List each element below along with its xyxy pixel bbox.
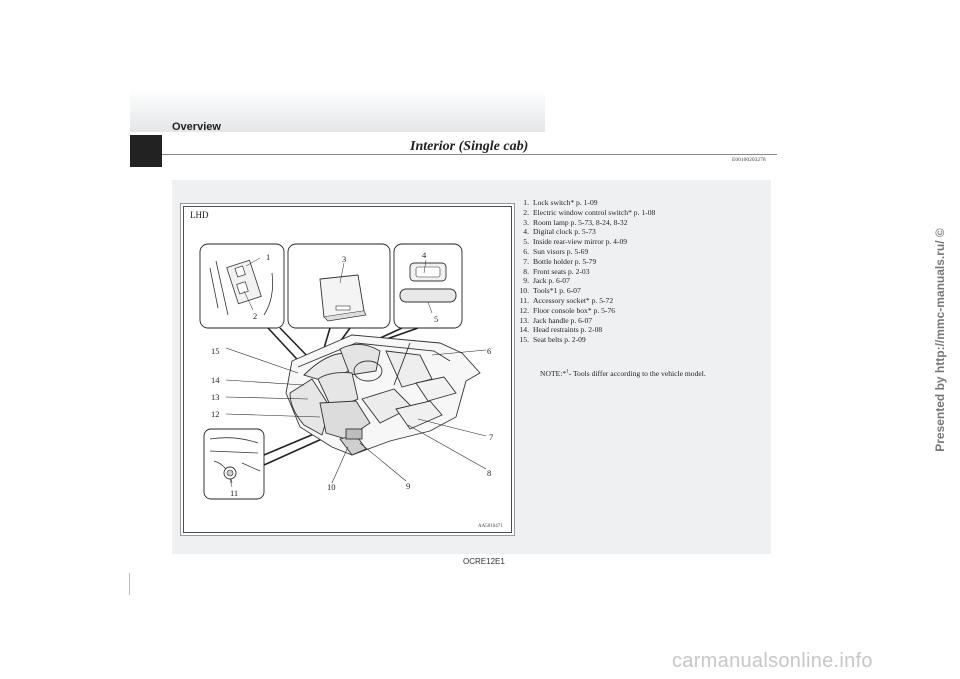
- callout-2: 2: [253, 311, 257, 321]
- header-band: [130, 90, 545, 132]
- list-item: 6.Sun visors p. 5-69: [523, 246, 589, 256]
- callout-3: 3: [342, 254, 346, 264]
- callout-5: 5: [434, 314, 438, 324]
- inset-room-lamp: [287, 243, 391, 329]
- callout-9: 9: [406, 481, 410, 491]
- list-item: 4.Digital clock p. 5-73: [523, 227, 596, 237]
- list-item: 12.Floor console box* p. 5-76: [519, 305, 616, 315]
- inset-door-switches: [199, 243, 285, 329]
- inset-clock-mirror: [393, 243, 463, 329]
- callout-12: 12: [211, 409, 220, 419]
- callout-6: 6: [487, 346, 491, 356]
- figure-code: AA5010471: [478, 524, 503, 529]
- section-tab-block: [130, 135, 162, 167]
- list-item: 5.Inside rear-view mirror p. 4-09: [523, 237, 628, 247]
- list-item: 8.Front seats p. 2-03: [523, 266, 590, 276]
- callout-8: 8: [487, 468, 491, 478]
- list-item: 1.Lock switch* p. 1-09: [523, 198, 598, 207]
- callout-4: 4: [422, 250, 427, 260]
- tools-note: NOTE:*1- Tools differ according to the v…: [540, 369, 706, 378]
- list-item: 3.Room lamp p. 5-73, 8-24, 8-32: [523, 217, 628, 227]
- list-item: 15.Seat belts p. 2-09: [519, 335, 586, 345]
- callout-1: 1: [266, 252, 270, 262]
- parts-list: 1.Lock switch* p. 1-09 2.Electric window…: [511, 198, 656, 345]
- list-item: 10.Tools*1 p. 6-07: [519, 286, 581, 296]
- interior-drawing: LHD: [180, 203, 515, 536]
- callout-15: 15: [211, 346, 220, 356]
- page-title: Interior (Single cab): [410, 139, 529, 154]
- document-code: E00100203278: [732, 157, 766, 163]
- list-item: 11.Accessory socket* p. 5-72: [519, 295, 614, 305]
- callout-7: 7: [489, 432, 493, 442]
- publisher-watermark: Presented by http://mmc-manuals.ru/ ©: [933, 228, 947, 452]
- list-item: 2.Electric window control switch* p. 1-0…: [523, 207, 656, 217]
- list-item: 14.Head restraints p. 2-08: [519, 325, 603, 335]
- list-item: 7.Bottle holder p. 5-79: [523, 256, 597, 266]
- list-item: 9.Jack p. 6-07: [523, 276, 570, 286]
- callout-leaders: [225, 347, 487, 484]
- callout-10: 10: [327, 482, 336, 492]
- callout-11: 11: [230, 488, 238, 498]
- inset-accessory-socket: [203, 428, 265, 500]
- list-item: 13.Jack handle p. 6-07: [519, 315, 593, 325]
- interior-illustration: LHD: [180, 203, 515, 536]
- section-label: Overview: [172, 121, 221, 133]
- callout-14: 14: [211, 375, 220, 385]
- lhd-label: LHD: [190, 210, 209, 220]
- site-watermark: carmanualsonline.info: [672, 650, 873, 672]
- title-rule: [162, 154, 777, 155]
- crop-mark: [129, 573, 130, 595]
- cab-interior: [285, 334, 481, 456]
- callout-13: 13: [211, 392, 220, 402]
- footer-code: OCRE12E1: [463, 557, 505, 566]
